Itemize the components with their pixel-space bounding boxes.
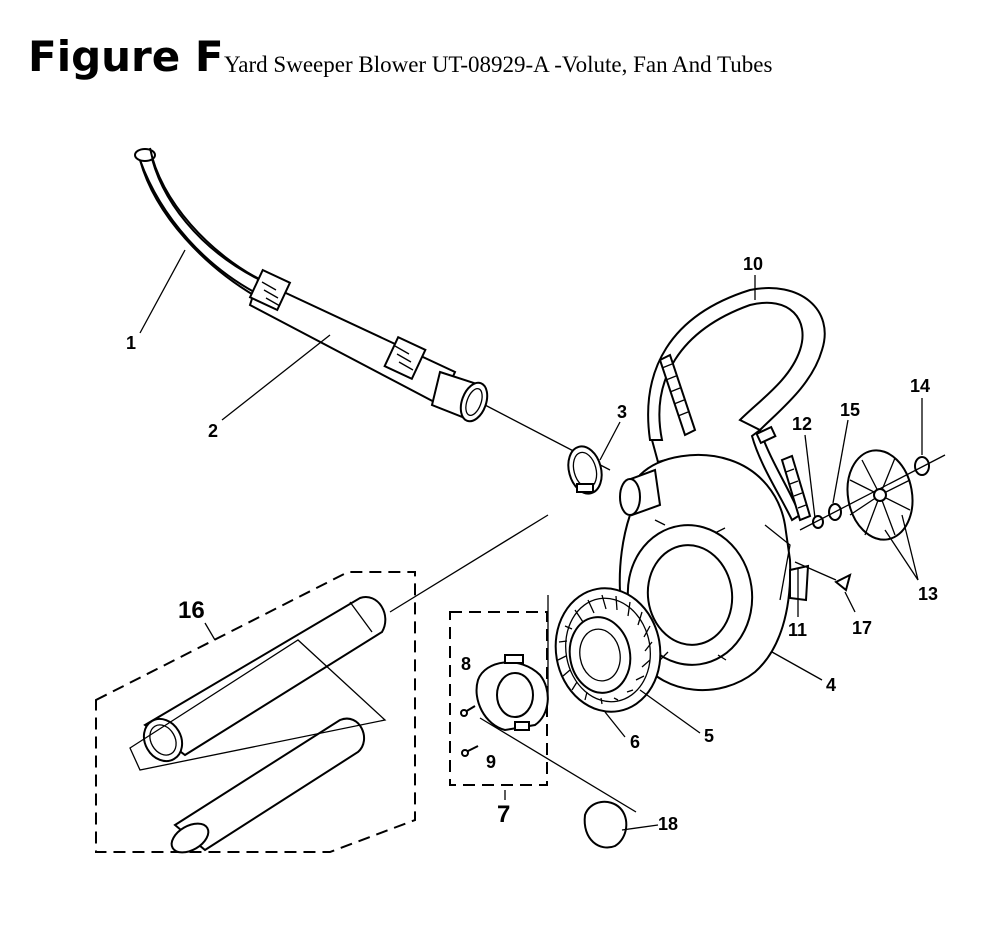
part-17-arrow-label	[834, 573, 852, 592]
part-4-volute-housing	[618, 454, 810, 692]
callout-4: 4	[826, 675, 836, 695]
part-16-kit-box	[95, 571, 416, 853]
callout-3: 3	[617, 402, 627, 422]
part-16-upper-tube	[142, 596, 387, 763]
callout-1: 1	[126, 333, 136, 353]
callout-8: 8	[461, 654, 471, 674]
part-8-screw	[460, 705, 476, 717]
part-16-lower-nozzle	[170, 717, 365, 854]
callout-10: 10	[743, 254, 763, 274]
callout-13: 13	[918, 584, 938, 604]
leader-lines	[139, 249, 923, 831]
figure-label: Figure F	[28, 32, 224, 81]
part-14-nut	[914, 456, 930, 476]
callout-5: 5	[704, 726, 714, 746]
callout-17: 17	[852, 618, 872, 638]
figure-title: Yard Sweeper Blower UT-08929-A -Volute, …	[224, 52, 773, 77]
callout-15: 15	[840, 400, 860, 420]
callout-9: 9	[486, 752, 496, 772]
callout-18: 18	[658, 814, 678, 834]
part-2-straight-tube	[248, 268, 489, 423]
part-7-kit-box	[449, 611, 548, 786]
callout-14: 14	[910, 376, 930, 396]
callout-16: 16	[178, 597, 205, 624]
part-18-disc	[583, 800, 628, 849]
alignment-line-fan	[799, 454, 946, 531]
part-10-shoulder-strap	[647, 287, 826, 522]
part-7-intake-plate	[475, 654, 549, 732]
callout-12: 12	[792, 414, 812, 434]
part-13-fan-impeller	[846, 449, 914, 541]
callout-7: 7	[497, 801, 510, 828]
part-9-screw	[461, 745, 479, 757]
callout-2: 2	[208, 421, 218, 441]
part-1-curved-tube	[134, 147, 273, 303]
callout-11: 11	[788, 620, 807, 640]
part-5-intake-grille	[554, 587, 662, 713]
part-3-hose-clamp	[567, 445, 603, 495]
callout-6: 6	[630, 732, 640, 752]
